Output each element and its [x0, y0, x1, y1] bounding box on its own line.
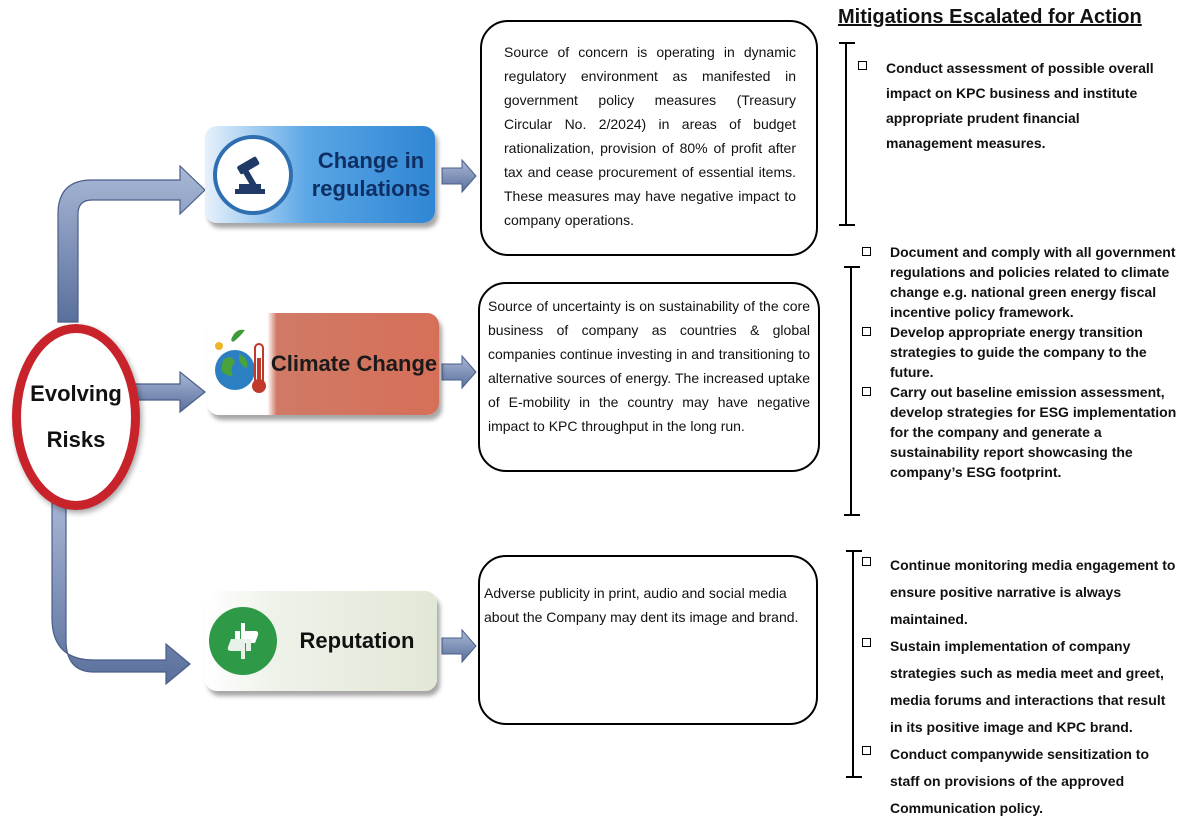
- mitigation-item: Continue monitoring media engagement to …: [862, 552, 1178, 633]
- mitigation-item: Carry out baseline emission assessment, …: [862, 382, 1178, 482]
- mitigation-list-climate: Document and comply with all government …: [862, 242, 1178, 482]
- mitigation-text: Conduct companywide sensitization to sta…: [890, 746, 1150, 816]
- arrow-to-reputation: [51, 493, 191, 686]
- risk-card-reputation: Reputation: [205, 591, 437, 691]
- mitigation-bracket-1: [839, 42, 855, 226]
- mitigation-item: Document and comply with all government …: [862, 242, 1178, 322]
- mitigation-text: Document and comply with all government …: [890, 244, 1176, 320]
- risk-card-regulations: Change in regulations: [205, 126, 435, 223]
- hub-label-line2: Risks: [46, 427, 106, 452]
- mitigation-text: Sustain implementation of company strate…: [890, 638, 1166, 735]
- arrow-climate-to-desc: [441, 354, 477, 390]
- checkbox-icon: [862, 247, 871, 256]
- risk-title-reputation: Reputation: [299, 628, 415, 653]
- risk-card-climate: Climate Change: [207, 313, 439, 415]
- mitigation-text: Conduct assessment of possible overall i…: [886, 60, 1154, 151]
- checkbox-icon: [862, 327, 871, 336]
- mitigations-title: Mitigations Escalated for Action: [838, 6, 1142, 28]
- arrow-regulations-to-desc: [441, 158, 477, 194]
- checkbox-icon: [862, 557, 871, 566]
- thumbs-up-down-icon: [209, 607, 277, 675]
- mitigation-item: Conduct companywide sensitization to sta…: [862, 741, 1178, 822]
- risk-title-line2: regulations: [311, 175, 431, 201]
- arrow-reputation-to-desc: [441, 628, 477, 664]
- mitigation-item: Conduct assessment of possible overall i…: [858, 56, 1158, 156]
- risk-description-climate: Source of uncertainty is on sustainabili…: [478, 282, 820, 472]
- checkbox-icon: [862, 387, 871, 396]
- mitigation-bracket-2: [844, 266, 860, 516]
- evolving-risks-hub: Evolving Risks: [12, 324, 140, 510]
- mitigation-list-regulations: Conduct assessment of possible overall i…: [858, 56, 1158, 156]
- mitigation-item: Develop appropriate energy transition st…: [862, 322, 1178, 382]
- mitigation-text: Continue monitoring media engagement to …: [890, 557, 1176, 627]
- hub-label-line1: Evolving: [30, 381, 122, 406]
- mitigation-text: Carry out baseline emission assessment, …: [890, 384, 1177, 480]
- risk-description-regulations: Source of concern is operating in dynami…: [480, 20, 818, 256]
- checkbox-icon: [858, 61, 867, 70]
- gavel-icon: [213, 134, 293, 215]
- checkbox-icon: [862, 638, 871, 647]
- risk-title-regulations: Change in regulations: [293, 147, 435, 203]
- arrow-to-regulations: [57, 164, 206, 323]
- risk-title-line1: Change in: [317, 147, 425, 173]
- mitigation-text: Develop appropriate energy transition st…: [890, 324, 1147, 380]
- mitigation-bracket-3: [846, 550, 862, 778]
- risk-description-reputation: Adverse publicity in print, audio and so…: [478, 555, 818, 725]
- mitigation-list-reputation: Continue monitoring media engagement to …: [862, 552, 1178, 822]
- globe-thermometer-icon: [209, 324, 269, 404]
- checkbox-icon: [862, 746, 871, 755]
- mitigation-item: Sustain implementation of company strate…: [862, 633, 1178, 741]
- risk-title-climate: Climate Change: [270, 351, 438, 376]
